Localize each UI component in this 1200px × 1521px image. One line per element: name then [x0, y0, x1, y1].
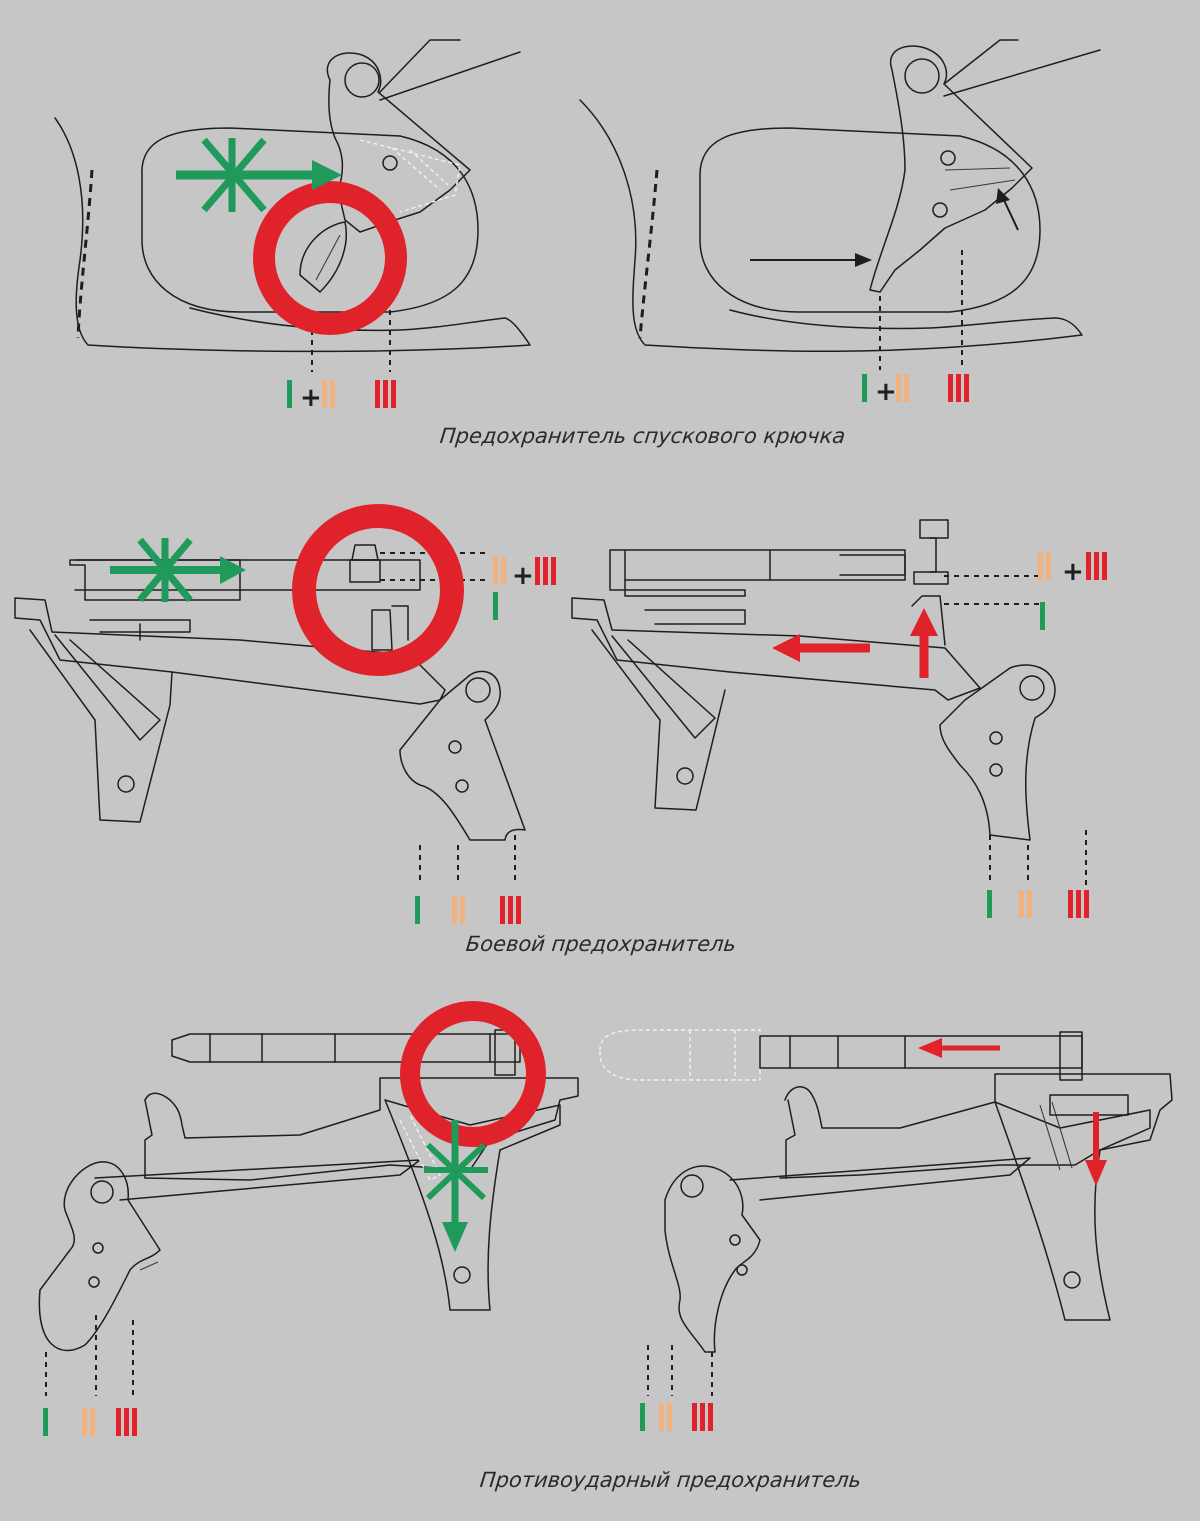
marker-stripe: [43, 1408, 48, 1436]
marker-stripe: [964, 374, 969, 402]
marker-orange: II: [1019, 890, 1032, 918]
marker-orange: II: [896, 374, 909, 402]
marker-stripe: [948, 374, 953, 402]
marker-stripe: [1076, 890, 1081, 918]
red-arrow-icon: [772, 634, 870, 662]
marker-green: I: [987, 890, 992, 918]
marker-red: III: [535, 557, 556, 585]
marker-stripe: [132, 1408, 137, 1436]
marker-stripe: [667, 1403, 672, 1431]
marker-green: I: [1040, 602, 1045, 630]
marker-green: I: [43, 1408, 48, 1436]
marker-stripe: [383, 380, 388, 408]
marker-orange: II: [493, 557, 506, 585]
marker-stripe: [460, 896, 465, 924]
caption-firing-pin-safety: Боевой предохранитель: [464, 932, 738, 956]
red-arrow-icon: [918, 1038, 1000, 1058]
marker-stripe: [1084, 890, 1089, 918]
stage-markers: I+IIIIII+IIIIIII+IIIIII+IIIIIIIIIIIIIIII…: [43, 374, 1107, 1436]
marker-red: III: [375, 380, 396, 408]
marker-stripe: [1086, 552, 1091, 580]
panel-firing-pin-safety-released: [571, 519, 1087, 885]
marker-stripe: [700, 1403, 705, 1431]
marker-orange: II: [452, 896, 465, 924]
marker-stripe: [640, 1403, 645, 1431]
marker-stripe: [508, 896, 513, 924]
marker-green: I: [415, 896, 420, 924]
panel-drop-safety-blocked: [38, 1029, 579, 1396]
marker-red: III: [500, 896, 521, 924]
marker-stripe: [493, 592, 498, 620]
marker-stripe: [896, 374, 901, 402]
blocked-arrow-icon: [176, 137, 342, 213]
marker-stripe: [82, 1408, 87, 1436]
marker-stripe: [904, 374, 909, 402]
marker-green: I: [493, 592, 498, 620]
red-arrow-icon: [910, 608, 938, 678]
marker-stripe: [452, 896, 457, 924]
marker-red: III: [1068, 890, 1089, 918]
red-ring-icon: [400, 1001, 546, 1147]
marker-orange: II: [659, 1403, 672, 1431]
red-ring-icon: [292, 504, 464, 676]
marker-orange: II: [1038, 552, 1051, 580]
marker-stripe: [1046, 552, 1051, 580]
marker-stripe: [375, 380, 380, 408]
marker-plus: +: [512, 561, 534, 591]
caption-trigger-safety: Предохранитель спускового крючка: [438, 424, 847, 448]
marker-stripe: [1040, 602, 1045, 630]
marker-stripe: [493, 557, 498, 585]
marker-stripe: [1102, 552, 1107, 580]
marker-orange: II: [82, 1408, 95, 1436]
marker-red: III: [116, 1408, 137, 1436]
marker-plus: +: [300, 383, 322, 413]
marker-green: I: [287, 380, 292, 408]
marker-stripe: [501, 557, 506, 585]
caption-drop-safety: Противоударный предохранитель: [478, 1468, 863, 1492]
blocked-arrow-icon: [110, 537, 246, 603]
marker-stripe: [535, 557, 540, 585]
marker-stripe: [1027, 890, 1032, 918]
panel-trigger-safety-pressed: [579, 39, 1101, 370]
marker-stripe: [862, 374, 867, 402]
marker-orange: II: [322, 380, 335, 408]
marker-red: III: [692, 1403, 713, 1431]
marker-stripe: [330, 380, 335, 408]
marker-plus: +: [875, 377, 897, 407]
marker-stripe: [500, 896, 505, 924]
marker-stripe: [1068, 890, 1073, 918]
marker-red: III: [948, 374, 969, 402]
marker-stripe: [1094, 552, 1099, 580]
black-arrow-icon: [996, 188, 1019, 231]
red-arrow-icon: [1085, 1112, 1107, 1186]
marker-stripe: [516, 896, 521, 924]
marker-green: I: [862, 374, 867, 402]
marker-stripe: [956, 374, 961, 402]
marker-stripe: [322, 380, 327, 408]
marker-stripe: [987, 890, 992, 918]
panel-firing-pin-safety-blocked: [14, 544, 526, 885]
marker-stripe: [90, 1408, 95, 1436]
marker-stripe: [1019, 890, 1024, 918]
marker-stripe: [708, 1403, 713, 1431]
marker-stripe: [1038, 552, 1043, 580]
red-ring-icon: [253, 181, 407, 335]
marker-stripe: [116, 1408, 121, 1436]
marker-red: III: [1086, 552, 1107, 580]
marker-stripe: [543, 557, 548, 585]
marker-stripe: [659, 1403, 664, 1431]
black-arrow-icon: [750, 253, 872, 267]
marker-stripe: [391, 380, 396, 408]
panel-drop-safety-released: [599, 1029, 1173, 1396]
marker-stripe: [287, 380, 292, 408]
blocked-arrow-icon: [424, 1120, 488, 1252]
marker-plus: +: [1062, 557, 1084, 587]
marker-stripe: [551, 557, 556, 585]
marker-stripe: [124, 1408, 129, 1436]
marker-stripe: [415, 896, 420, 924]
marker-stripe: [692, 1403, 697, 1431]
marker-green: I: [640, 1403, 645, 1431]
